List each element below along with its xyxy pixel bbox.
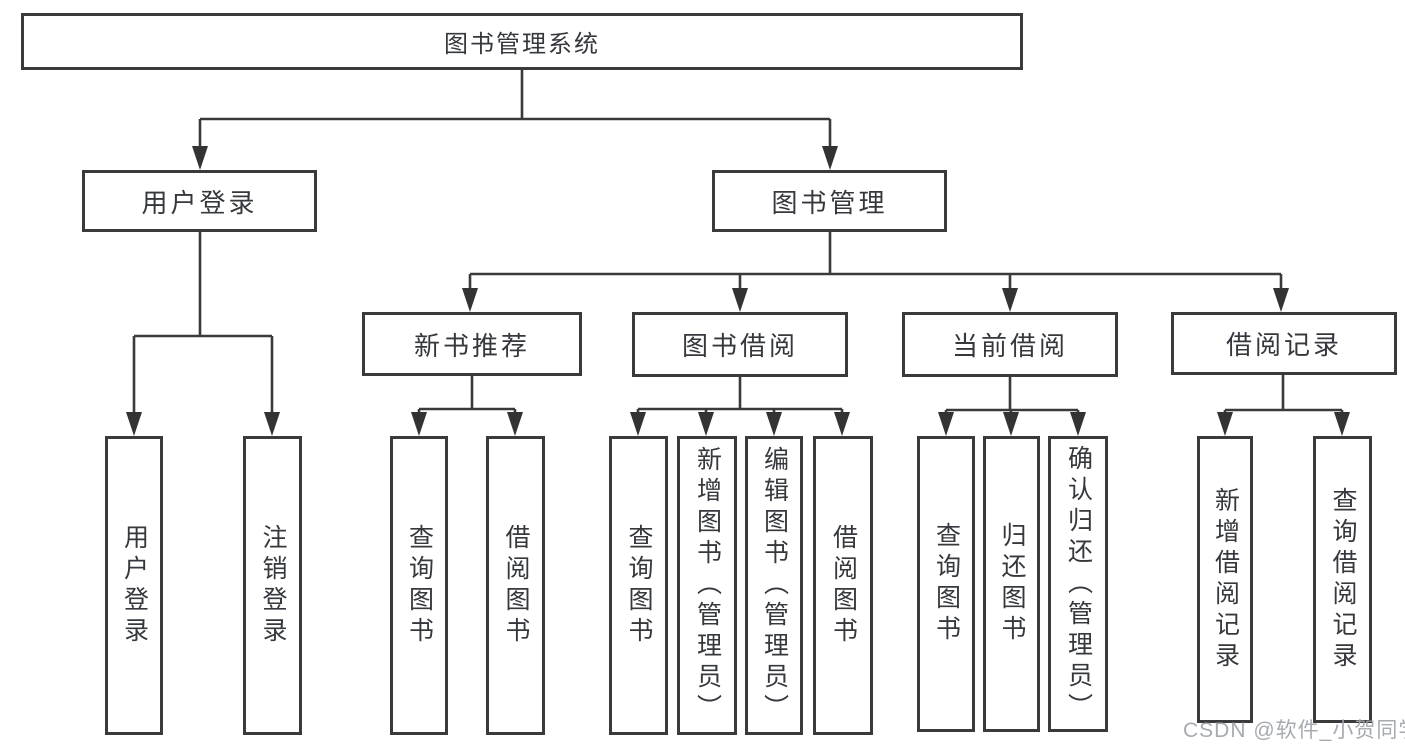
node-label: 用户登录: [141, 187, 258, 218]
node-label: 借阅图书: [502, 523, 530, 648]
connector-root-to-level2: [192, 69, 838, 170]
leaf-query-books-2: 查询图书: [609, 436, 668, 735]
node-label: 图书借阅: [681, 331, 798, 361]
connector-bookmgmt-to-level3: [462, 232, 1289, 312]
leaf-return-books: 归还图书: [983, 436, 1040, 732]
node-label: 编辑图书（管理员）: [760, 446, 789, 725]
arrowhead-icon: [411, 412, 427, 436]
arrowhead-icon: [1334, 412, 1350, 436]
leaf-query-borrow-record: 查询借阅记录: [1313, 436, 1372, 723]
arrowhead-icon: [1003, 412, 1019, 436]
arrowhead-icon: [732, 288, 748, 312]
connector-newbook-to-leaves: [411, 376, 523, 436]
node-label: 图书管理: [771, 187, 888, 218]
node-label: 用户登录: [120, 523, 149, 648]
leaf-query-books-3: 查询图书: [917, 436, 975, 732]
connector-bookborrow-to-leaves: [630, 377, 850, 436]
connector-userlogin-to-leaves: [126, 232, 280, 436]
arrowhead-icon: [1070, 412, 1086, 436]
arrowhead-icon: [126, 412, 142, 436]
node-new-book-recommend: 新书推荐: [362, 312, 582, 376]
arrowhead-icon: [698, 412, 714, 436]
arrowhead-icon: [264, 412, 280, 436]
leaf-add-books-admin: 新增图书（管理员）: [677, 436, 737, 735]
csdn-watermark: CSDN @软件_小贺同学: [1183, 719, 1405, 742]
node-label: 借阅记录: [1225, 330, 1342, 360]
arrowhead-icon: [462, 288, 478, 312]
node-root-system: 图书管理系统: [21, 13, 1023, 70]
node-label: 新增借阅记录: [1211, 486, 1240, 673]
node-label: 新增图书（管理员）: [693, 446, 722, 725]
node-user-login: 用户登录: [82, 170, 317, 232]
leaf-user-login: 用户登录: [105, 436, 163, 735]
arrowhead-icon: [1273, 288, 1289, 312]
node-label: 注销登录: [259, 523, 287, 648]
node-book-management: 图书管理: [712, 170, 947, 232]
arrowhead-icon: [630, 412, 646, 436]
arrowhead-icon: [822, 146, 838, 170]
leaf-borrow-books-2: 借阅图书: [813, 436, 873, 735]
arrowhead-icon: [834, 412, 850, 436]
leaf-borrow-books-1: 借阅图书: [486, 436, 545, 735]
node-label: 查询图书: [405, 523, 434, 648]
node-label: 借阅图书: [829, 523, 858, 648]
arrowhead-icon: [1217, 412, 1233, 436]
leaf-confirm-return-admin: 确认归还（管理员）: [1048, 436, 1108, 732]
arrowhead-icon: [938, 412, 954, 436]
node-book-borrow: 图书借阅: [632, 312, 848, 377]
arrowhead-icon: [507, 412, 523, 436]
leaf-edit-books-admin: 编辑图书（管理员）: [745, 436, 803, 735]
node-label: 图书管理系统: [444, 31, 600, 58]
arrowhead-icon: [1002, 288, 1018, 312]
node-label: 当前借阅: [951, 331, 1068, 361]
leaf-add-borrow-record: 新增借阅记录: [1197, 436, 1253, 723]
node-label: 查询图书: [625, 523, 653, 648]
leaf-logout: 注销登录: [243, 436, 302, 735]
node-label: 确认归还（管理员）: [1064, 444, 1093, 724]
node-borrow-record: 借阅记录: [1171, 312, 1397, 375]
node-label: 归还图书: [998, 522, 1026, 646]
arrowhead-icon: [766, 412, 782, 436]
node-label: 查询图书: [932, 522, 961, 646]
node-current-borrow: 当前借阅: [902, 312, 1118, 377]
node-label: 查询借阅记录: [1329, 486, 1357, 673]
leaf-query-books-1: 查询图书: [390, 436, 448, 735]
arrowhead-icon: [192, 146, 208, 170]
connector-currentborrow-to-leaves: [938, 377, 1086, 436]
node-label: 新书推荐: [413, 330, 530, 361]
connector-borrowrecord-to-leaves: [1217, 375, 1350, 436]
